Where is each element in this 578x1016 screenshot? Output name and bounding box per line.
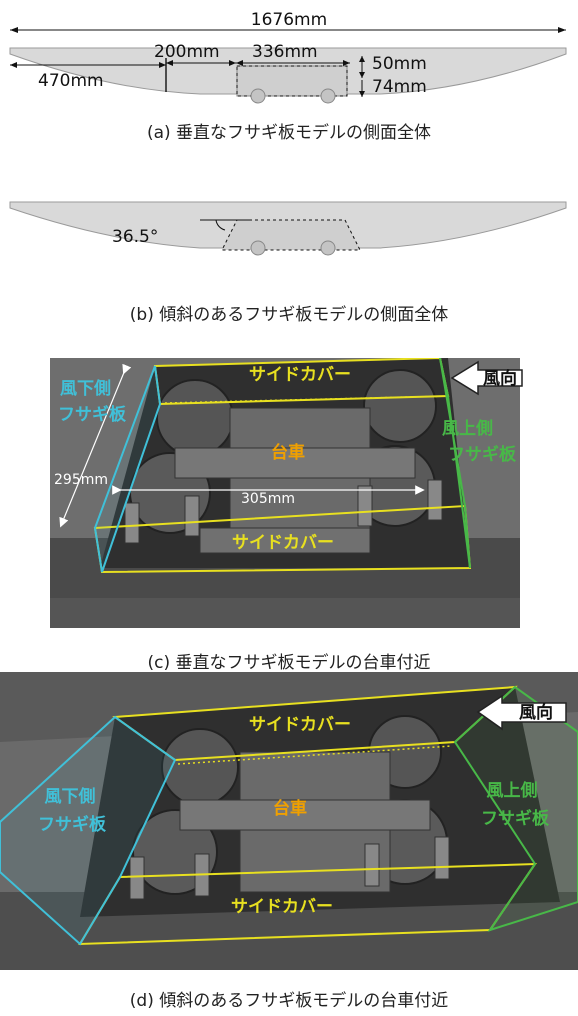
side-view-vertical-diagram: 1676mm 470mm 200mm 336mm 50mm 74mm: [9, 10, 567, 104]
panel-a: 1676mm 470mm 200mm 336mm 50mm 74mm (a) 垂…: [0, 0, 578, 145]
upwind-label-2: フサギ板: [481, 808, 550, 829]
caption-a: (a) 垂直なフサギ板モデルの側面全体: [146, 123, 432, 143]
downwind-label-1: 風下側: [60, 378, 111, 399]
downwind-label-2: フサギ板: [58, 404, 127, 425]
side-cover-bottom-label: サイドカバー: [232, 533, 334, 553]
dim-bogie: 336mm: [252, 42, 318, 62]
width-dim: 305mm: [241, 491, 295, 507]
panel-c: サイドカバー サイドカバー 台車 風下側 フサギ板 風上側 フサギ板 風向 29…: [0, 356, 578, 678]
panel-d: サイドカバー サイドカバー 台車 風下側 フサギ板 風上側 フサギ板 風向 (d…: [0, 672, 578, 1016]
caption-b: (b) 傾斜のあるフサギ板モデルの側面全体: [129, 305, 449, 325]
bogie-label: 台車: [271, 442, 305, 463]
downwind-label-1: 風下側: [45, 786, 96, 807]
upwind-label-1: 風上側: [442, 418, 493, 439]
bogie-label: 台車: [273, 798, 307, 819]
wind-label: 風向: [483, 368, 517, 389]
upwind-label-1: 風上側: [487, 780, 538, 801]
caption-c: (c) 垂直なフサギ板モデルの台車付近: [147, 653, 431, 673]
dim-total: 1676mm: [251, 10, 327, 30]
depth-dim: 295mm: [54, 472, 108, 488]
bogie-render-inclined: サイドカバー サイドカバー 台車 風下側 フサギ板 風上側 フサギ板 風向: [0, 672, 578, 970]
upwind-label-2: フサギ板: [448, 444, 517, 465]
dim-mid: 200mm: [154, 42, 220, 62]
side-cover-top-label: サイドカバー: [249, 715, 351, 735]
bogie-render-vertical: サイドカバー サイドカバー 台車 風下側 フサギ板 風上側 フサギ板 風向 29…: [50, 356, 523, 628]
downwind-label-2: フサギ板: [38, 814, 107, 835]
dim-left: 470mm: [38, 71, 104, 91]
side-cover-top-label: サイドカバー: [249, 365, 351, 385]
side-view-inclined-diagram: 36.5°: [9, 201, 567, 256]
panel-b: 36.5° (b) 傾斜のあるフサギ板モデルの側面全体: [0, 190, 578, 330]
dim-h2: 74mm: [372, 77, 427, 97]
caption-d: (d) 傾斜のあるフサギ板モデルの台車付近: [129, 991, 449, 1011]
angle-label: 36.5°: [112, 227, 158, 247]
dim-h1: 50mm: [372, 54, 427, 74]
wind-label: 風向: [519, 702, 553, 723]
side-cover-bottom-label: サイドカバー: [231, 897, 333, 917]
